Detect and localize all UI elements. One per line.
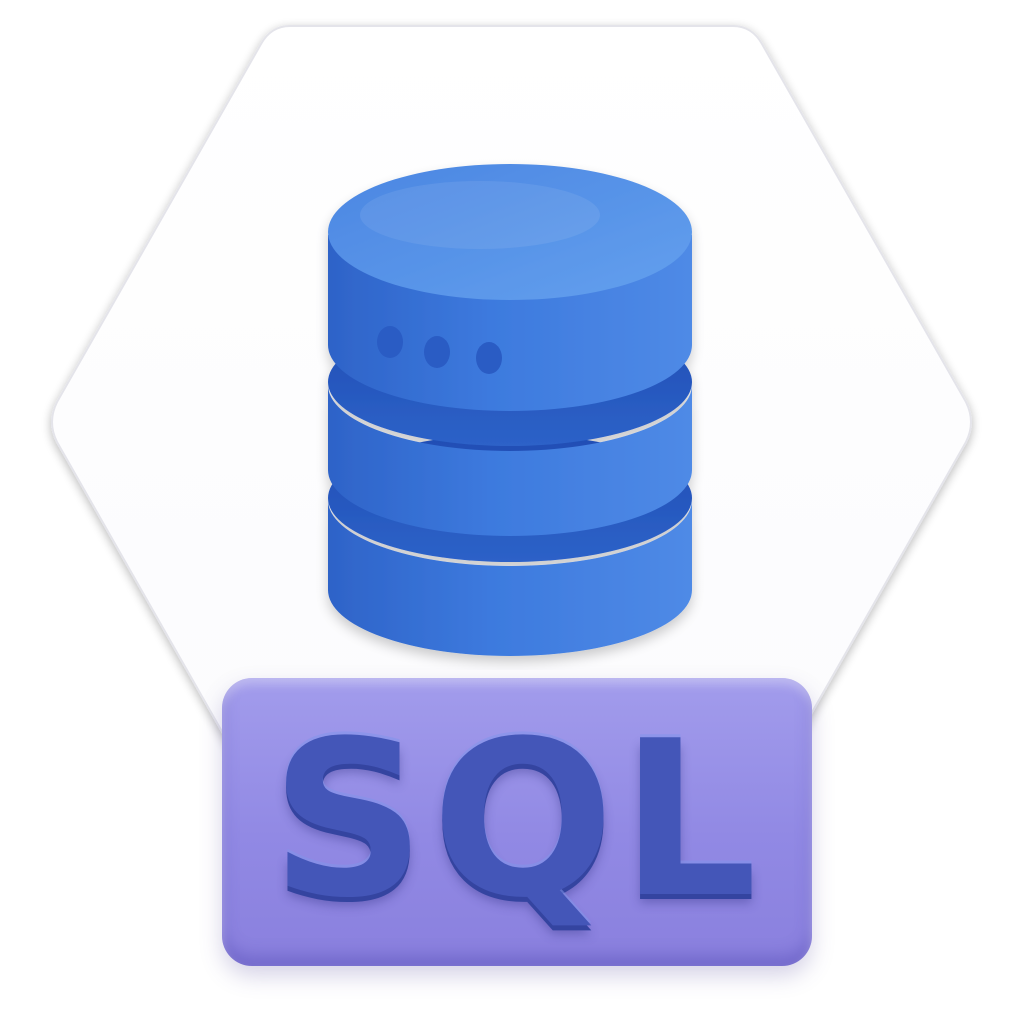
status-dot-icon (377, 326, 403, 358)
database-icon (328, 164, 692, 656)
database-disk-bottom (328, 500, 692, 656)
sql-label-plate: SQL (222, 678, 812, 966)
database-disk-middle (328, 385, 692, 536)
status-dot-icon (476, 342, 502, 374)
status-dot-icon (424, 336, 450, 368)
sql-label-text: SQL (270, 693, 764, 945)
